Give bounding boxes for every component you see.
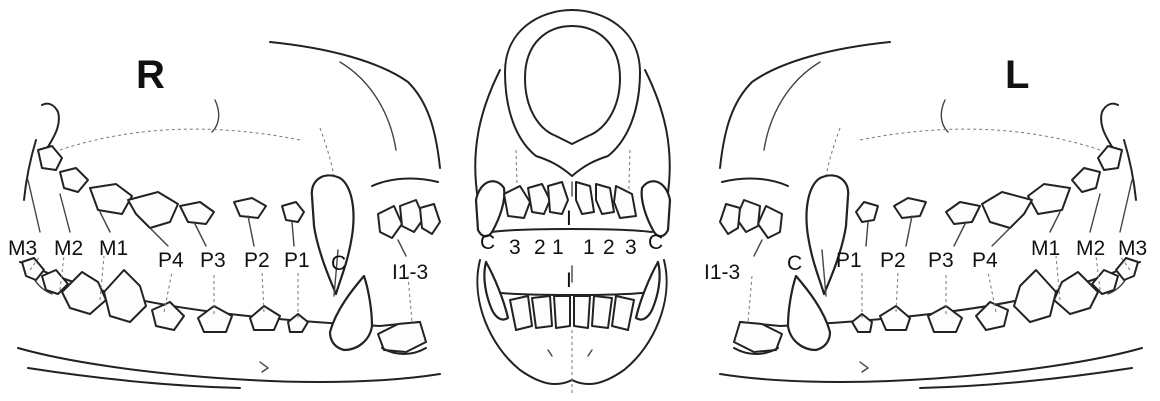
right-side-label: R [136, 55, 165, 95]
front-upper-incisor-label: I [566, 208, 572, 229]
left-p3-label: P3 [928, 250, 954, 271]
left-p2-label: P2 [880, 250, 906, 271]
left-p1-label: P1 [836, 250, 862, 271]
left-m2-label: M2 [1076, 238, 1105, 259]
left-jaw-drawing [720, 42, 1142, 388]
front-incisor-number: 2 [534, 237, 546, 258]
right-m3-label: M3 [8, 238, 37, 259]
right-canine-label: C [331, 253, 346, 274]
left-side-label: L [1005, 55, 1029, 95]
right-p1-label: P1 [284, 250, 310, 271]
right-p2-label: P2 [244, 250, 270, 271]
front-canine-right-label: C [648, 232, 663, 253]
right-m1-label: M1 [99, 238, 128, 259]
right-incisors-label: I1-3 [392, 262, 428, 283]
left-m1-label: M1 [1031, 238, 1060, 259]
front-canine-left-label: C [480, 232, 495, 253]
left-canine-label: C [787, 253, 802, 274]
front-jaw-drawing [475, 10, 670, 396]
right-jaw-drawing [18, 42, 440, 388]
left-m3-label: M3 [1118, 238, 1147, 259]
right-p3-label: P3 [200, 250, 226, 271]
left-incisors-label: I1-3 [704, 262, 740, 283]
right-m2-label: M2 [54, 238, 83, 259]
front-incisor-number: 1 [583, 237, 595, 258]
front-incisor-number: 3 [509, 237, 521, 258]
front-incisor-number: 2 [603, 237, 615, 258]
front-incisor-number: 3 [625, 237, 637, 258]
front-incisor-number: 1 [552, 237, 564, 258]
right-p4-label: P4 [158, 250, 184, 271]
left-p4-label: P4 [972, 250, 998, 271]
front-lower-incisor-label: I [566, 270, 572, 291]
